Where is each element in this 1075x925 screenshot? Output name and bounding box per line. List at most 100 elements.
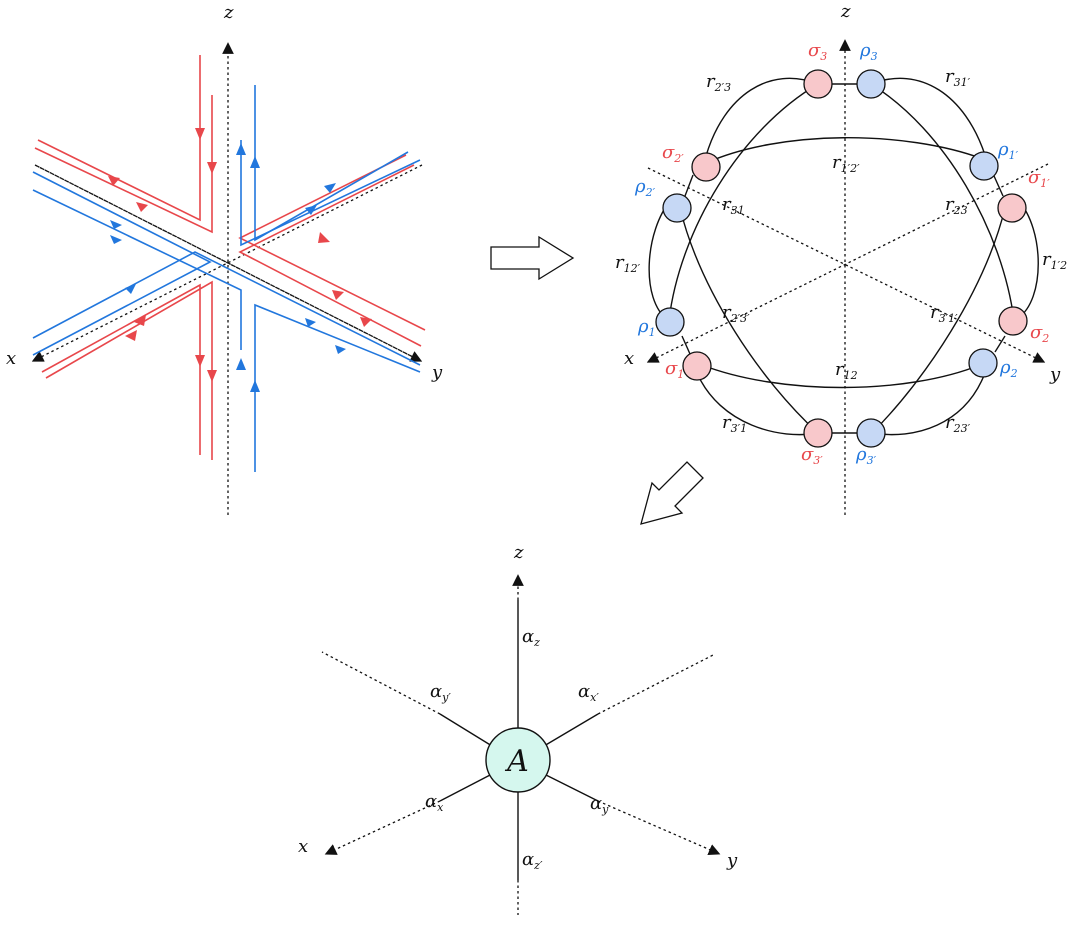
node-rho-1p <box>969 151 999 181</box>
red-line <box>34 95 213 234</box>
node-sigma-1p <box>997 193 1027 223</box>
hollow-arrow-right <box>490 235 575 281</box>
tensor-label: A <box>504 744 529 779</box>
leg-x-prime <box>543 713 599 747</box>
bottom-x-axis <box>324 800 441 855</box>
left-z-label: z <box>223 2 234 23</box>
left-x-axis <box>31 164 423 362</box>
edge-labels: r2′3 r31′ r1′2′ r31 r23 r12′ r1′2 r2′3′ … <box>615 66 1067 435</box>
node-sigma-3p <box>803 418 833 448</box>
label-rho-2: ρ2 <box>999 357 1018 380</box>
edge-label-r2p3p: r2′3′ <box>722 302 750 325</box>
up-arrow <box>236 143 246 155</box>
edge-label-r23p3: r2′3 <box>706 71 731 94</box>
edge-label-r23pp: r23′ <box>945 412 971 435</box>
arrow <box>136 202 148 212</box>
arrow <box>108 176 120 186</box>
up-arrow <box>236 358 246 370</box>
edge-label-r31p: r31′ <box>945 66 971 89</box>
rho-labels: ρ3 ρ1′ ρ2′ ρ1 ρ2 ρ3′ <box>634 40 1019 467</box>
edge <box>870 77 986 156</box>
arrow <box>335 345 346 354</box>
leg-x <box>439 773 493 802</box>
blue-line <box>32 171 212 356</box>
blue-arrows <box>110 143 346 392</box>
bottom-y-label: y <box>726 850 738 871</box>
arrow <box>110 235 122 244</box>
edge-label-r3p1: r3′1 <box>722 412 747 435</box>
right-x-axis <box>646 163 1049 363</box>
label-rho-1p: ρ1′ <box>997 139 1019 162</box>
arrow <box>305 318 316 327</box>
down-arrow <box>207 370 217 382</box>
node-sigma-2p <box>691 152 721 182</box>
edge-label-r1p2p: r1′2′ <box>832 152 860 175</box>
edge <box>679 207 819 434</box>
label-rho-2p: ρ2′ <box>634 176 656 199</box>
leg-label-z: αz <box>522 626 540 649</box>
node-rho-3 <box>856 69 886 99</box>
blue-line <box>240 140 421 247</box>
edge-label-r3p1p: r3′1′ <box>930 302 958 325</box>
arrow <box>110 220 122 229</box>
leg-label-x: αx <box>425 791 444 814</box>
arrow <box>332 290 344 300</box>
bottom-axis-upper-right <box>597 653 716 715</box>
label-rho-3: ρ3 <box>859 40 878 63</box>
node-rho-2p <box>662 193 692 223</box>
down-arrow <box>207 162 217 174</box>
edge <box>871 372 986 436</box>
red-line <box>238 154 426 331</box>
leg-y-prime <box>439 713 493 747</box>
left-panel: z x y <box>6 2 443 515</box>
right-y-label: y <box>1049 364 1061 385</box>
edge-label-r12: r12 <box>835 359 858 382</box>
bottom-panel: A z x y αz αz′ αy′ αx′ αx αy <box>298 542 738 915</box>
leg-label-y-prime: αy′ <box>430 681 451 704</box>
label-sigma-2p: σ2′ <box>662 142 684 165</box>
red-line <box>238 164 422 347</box>
arrow <box>125 330 137 341</box>
left-x-label: x <box>6 348 16 369</box>
label-sigma-3: σ3 <box>808 40 827 63</box>
edge <box>696 372 819 436</box>
right-y-axis <box>647 167 1046 363</box>
arrow <box>134 315 146 326</box>
leg-label-z-prime: αz′ <box>522 849 543 872</box>
edge <box>701 364 981 389</box>
label-sigma-3p: σ3′ <box>801 444 823 467</box>
edge <box>871 207 1006 434</box>
edge <box>870 83 1015 321</box>
bottom-y-axis <box>597 800 721 856</box>
blue-line <box>254 303 421 472</box>
blue-line <box>32 251 421 366</box>
label-rho-1: ρ1 <box>637 316 656 339</box>
hollow-arrow-down-left <box>640 461 704 525</box>
label-sigma-1: σ1 <box>665 358 684 381</box>
edge <box>994 335 1006 353</box>
red-line <box>45 280 213 460</box>
blue-line <box>254 85 409 242</box>
node-sigma-1 <box>682 351 712 381</box>
edge-label-r23: r23 <box>945 194 968 217</box>
node-sigma-2 <box>998 306 1028 336</box>
leg-label-y: αy <box>590 793 609 816</box>
leg-labels: αz αz′ αy′ αx′ αx αy <box>425 626 609 872</box>
sigma-nodes <box>682 69 1028 448</box>
node-rho-3p <box>856 418 886 448</box>
arrow <box>305 205 317 215</box>
edge <box>668 83 819 321</box>
red-line <box>41 283 201 455</box>
down-arrow <box>195 355 205 367</box>
label-sigma-1p: σ1′ <box>1028 167 1050 190</box>
bottom-x-label: x <box>298 836 308 857</box>
red-line <box>37 55 201 222</box>
edge <box>681 335 691 355</box>
right-x-label: x <box>624 348 634 369</box>
edge <box>705 137 984 164</box>
red-arrows <box>108 128 372 382</box>
blue-line <box>32 189 242 350</box>
up-arrow <box>250 156 260 168</box>
arrow <box>318 232 330 243</box>
bottom-z-label: z <box>513 542 524 563</box>
